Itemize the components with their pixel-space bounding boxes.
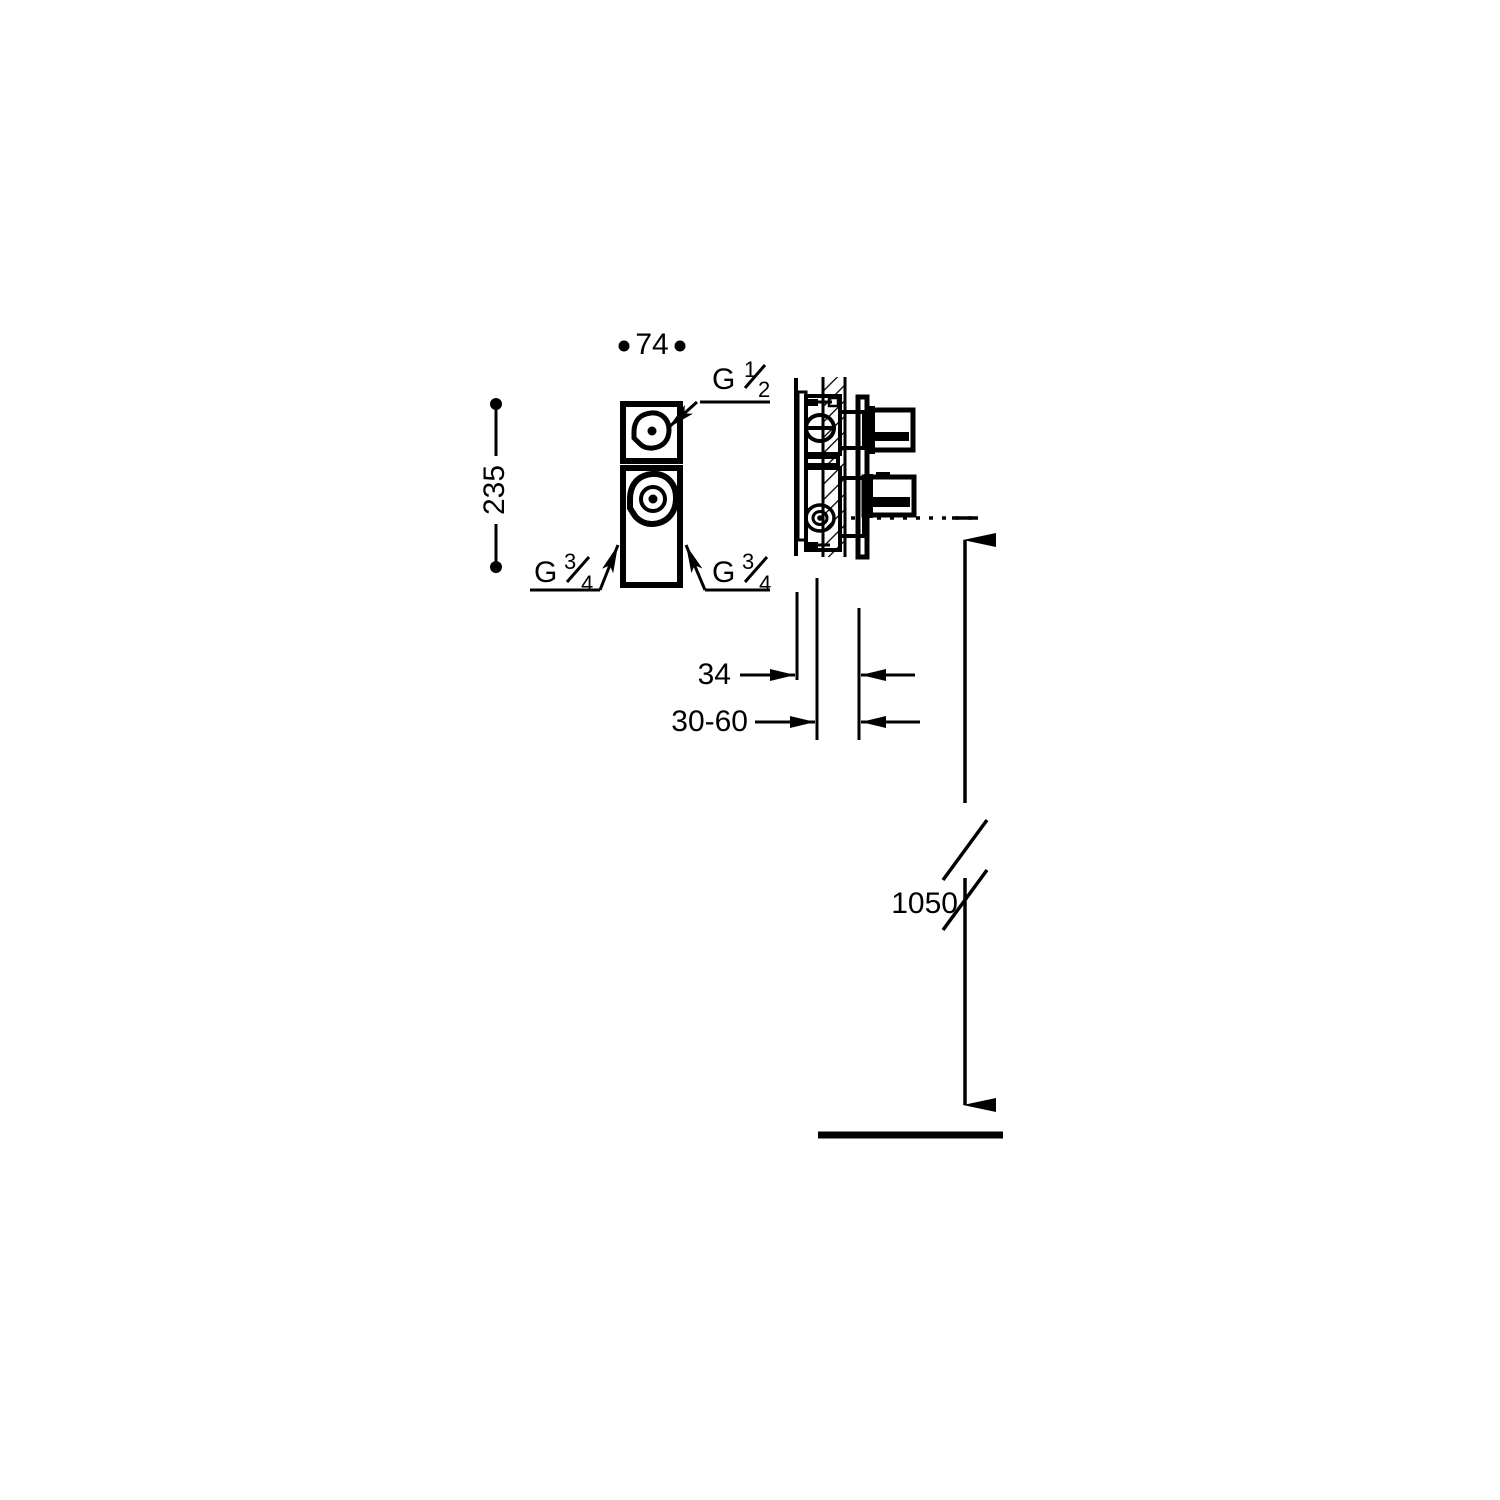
lower-control-handle (861, 472, 917, 518)
label-g-threequarter-right: G 3 4 (712, 549, 771, 596)
label-g-half-letter: G (712, 363, 735, 396)
dim-34-label: 34 (698, 658, 731, 691)
valve-body-divider (804, 455, 840, 467)
dim-235-label: 235 (478, 465, 511, 515)
dim-74-left-dot (618, 340, 630, 352)
label-g-half: G 1 2 (712, 357, 770, 402)
break-slash-lower (941, 868, 989, 932)
label-g34-right-numerator: 3 (742, 549, 754, 574)
label-g34-left-denominator: 4 (581, 571, 593, 596)
spigot-upper (838, 410, 866, 450)
dim-74-label: 74 (635, 328, 668, 361)
lower-rect-plate (620, 465, 683, 588)
label-g34-right-letter: G (712, 556, 735, 589)
leader-g-threequarter-left (530, 544, 620, 592)
dim-1050-label: 1050 (891, 887, 958, 920)
dim-30-60-label: 30-60 (671, 705, 748, 738)
label-g34-left-letter: G (534, 556, 557, 589)
upper-square-plate (620, 401, 683, 464)
label-g-half-numerator: 1 (744, 357, 756, 382)
dim-235 (490, 398, 502, 573)
side-section-view (794, 377, 978, 560)
break-slash-upper (941, 818, 989, 882)
extension-lines (795, 578, 861, 740)
leader-g-half (666, 400, 770, 430)
dim-235-top-dot (490, 398, 502, 410)
upper-control-handle (864, 406, 916, 454)
dim-74-right-dot (674, 340, 686, 352)
dim-235-bottom-dot (490, 561, 502, 573)
label-g34-right-denominator: 4 (759, 571, 771, 596)
label-g-half-denominator: 2 (758, 377, 770, 402)
leader-g-threequarter-right (684, 544, 770, 592)
dim-1050 (941, 533, 996, 1112)
label-g-threequarter-left: G 3 4 (534, 549, 593, 596)
label-g34-left-numerator: 3 (564, 549, 576, 574)
front-elevation-view (620, 401, 683, 588)
dim-74 (618, 340, 686, 352)
